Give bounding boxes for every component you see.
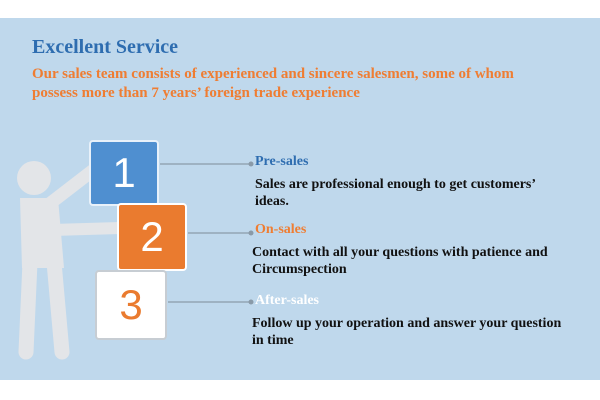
after-sales-label: After-sales [255,293,320,308]
step-block-3: 3 [95,270,167,340]
pre-sales-label: Pre-sales [255,154,309,169]
on-sales-label: On-sales [255,222,307,237]
after-sales-description: Follow up your operation and answer your… [252,316,562,348]
pre-sales-description: Sales are professional enough to get cus… [255,177,535,209]
on-sales-description: Contact with all your questions with pat… [252,245,548,277]
step-block-1: 1 [89,140,159,206]
page-subtitle: Our sales team consists of experienced a… [32,66,514,101]
page-title: Excellent Service [32,36,179,58]
step-block-2: 2 [117,203,187,271]
